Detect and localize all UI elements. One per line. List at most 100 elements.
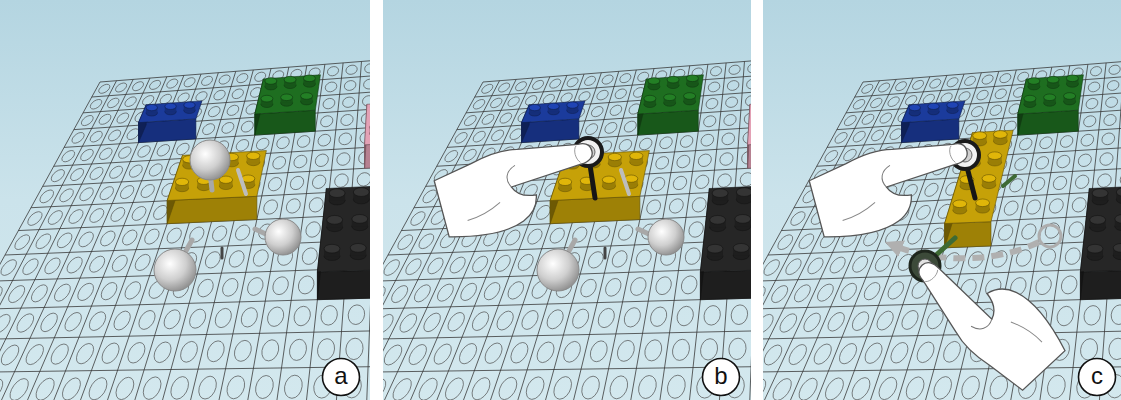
hand-icon [806,129,981,245]
manipulation-widgets [431,129,684,291]
brick-stud [301,93,313,100]
brick-stud [684,93,696,100]
hand-icon [431,129,606,245]
panel-background [0,0,370,400]
brick-stud [736,188,751,197]
grid-studs [763,64,1121,400]
connector-rod [604,248,607,258]
toy-brick [317,185,370,300]
brick-top-face [748,102,751,145]
brick-top-face [902,101,966,123]
brick-stud [247,152,260,159]
brick-top-face [1018,75,1084,114]
brick-front-face [522,119,579,143]
brick-stud [735,215,751,224]
brick-stud [973,132,987,140]
hand-icon [905,228,1071,398]
brick-stud [261,95,273,102]
handle-sphere [265,219,301,255]
floor-grid [383,45,751,400]
connector-rod [238,170,246,194]
grid-studs [0,62,370,400]
grid-studs [383,64,751,400]
brick-stud [602,176,615,183]
handle-sphere [190,140,230,180]
brick-stud [329,189,345,198]
brick-stud [165,103,176,109]
brick-stud [350,243,366,252]
toy-brick [700,185,751,300]
brick-stud [529,104,540,110]
brick-front-face [317,270,370,300]
brick-stud [558,178,571,185]
brick-front-face [1080,270,1121,300]
toy-brick [255,75,321,135]
floor-grid [0,45,370,400]
connector-rod [221,248,224,258]
connector-rod [935,238,955,256]
brick-stud [175,178,188,185]
manipulation-widgets [806,129,1071,398]
connector-rod [1003,176,1015,186]
toy-brick [902,101,966,143]
brick-front-face [167,196,257,223]
brick-front-face [255,110,315,135]
brick-stud [281,94,293,101]
brick-top-face [522,101,586,123]
brick-stud [644,95,656,102]
toy-brick [638,75,704,135]
brick-top-face [638,75,704,114]
brick-stud [710,215,726,224]
brick-stud [284,76,296,83]
brick-front-face [139,119,196,143]
floor-grid [763,45,1121,400]
toy-brick [522,101,586,143]
brick-top-face [700,185,751,272]
label-circle-outline [703,359,740,396]
brick-stud [369,124,370,131]
brick-stud [1090,215,1106,224]
connector-rod [590,165,595,198]
toy-brick [365,102,370,169]
panel-content [383,45,751,400]
brick-stud [1047,76,1059,83]
toy-brick [1080,185,1121,300]
toy-brick [139,101,203,143]
brick-stud [303,75,315,82]
brick-stud [648,78,660,85]
brick-front-face [700,270,751,300]
handle-sphere [537,249,579,291]
brick-stud [976,199,990,207]
connector-rod [621,170,629,194]
brick-stud [664,94,676,101]
brick-stud [630,152,643,159]
brick-stud [1024,95,1036,102]
brick-stud [352,215,368,224]
panel-letter: a [334,364,347,391]
scene-panel [383,0,751,400]
brick-stud [988,152,1002,160]
panel-content [763,45,1121,400]
brick-stud [567,102,578,108]
panel-label: b [701,357,741,397]
brick-stud [324,244,340,253]
brick-stud [146,104,157,110]
panel-content [0,45,370,400]
label-circle-outline [323,359,360,396]
scene-panel [0,0,370,400]
label-circle-outline [1079,359,1116,396]
brick-stud [1066,75,1078,82]
rotate-target-ring [1039,225,1061,247]
grid-lines [763,45,1121,400]
brick-stud [1044,94,1056,101]
brick-stud [327,215,343,224]
grid-lines [383,45,751,400]
brick-stud [265,78,277,85]
panel-letter: c [1091,364,1103,391]
grid-lines [0,45,370,400]
brick-top-face [255,75,321,114]
brick-stud [982,175,996,183]
panel-label: a [321,357,361,397]
